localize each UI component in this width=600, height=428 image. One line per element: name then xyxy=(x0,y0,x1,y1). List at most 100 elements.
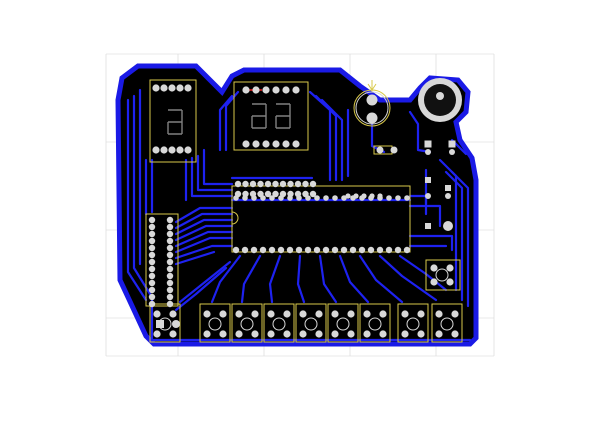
pad xyxy=(148,230,156,238)
trace xyxy=(174,230,234,248)
pad xyxy=(385,246,393,254)
pad xyxy=(160,84,168,92)
pad xyxy=(313,246,321,254)
microcontroller-outline xyxy=(231,185,411,253)
pad xyxy=(282,140,290,148)
pin-header-outline xyxy=(145,213,179,307)
pad xyxy=(424,140,432,148)
pad xyxy=(283,330,291,338)
trace xyxy=(174,266,228,312)
pad xyxy=(250,246,258,254)
pad xyxy=(148,286,156,294)
buzzer-pad xyxy=(366,94,378,106)
trace xyxy=(318,254,338,304)
push-button-outline xyxy=(327,303,359,343)
pad xyxy=(425,149,431,155)
pad xyxy=(251,310,259,318)
pad xyxy=(166,293,174,301)
pad xyxy=(232,246,240,254)
pad xyxy=(376,246,384,254)
pad xyxy=(358,246,366,254)
push-button-outline xyxy=(431,303,463,343)
pad xyxy=(184,146,192,154)
pad xyxy=(376,146,384,154)
pad xyxy=(219,310,227,318)
pad xyxy=(292,140,300,148)
pad xyxy=(169,330,177,338)
origin-marker xyxy=(367,80,377,92)
pad xyxy=(347,330,355,338)
pad xyxy=(345,193,351,199)
trace xyxy=(408,204,442,228)
pad xyxy=(233,195,239,201)
pad xyxy=(203,310,211,318)
push-button-cap xyxy=(336,317,350,331)
pad xyxy=(445,185,451,191)
pad xyxy=(148,300,156,308)
pad xyxy=(340,246,348,254)
seven-segment-display-outline xyxy=(149,79,197,163)
pad xyxy=(166,258,174,266)
pad xyxy=(264,190,272,198)
pad xyxy=(166,223,174,231)
pad xyxy=(166,251,174,259)
trace xyxy=(126,98,148,302)
trace xyxy=(444,170,464,302)
pad xyxy=(148,244,156,252)
pad xyxy=(353,193,359,199)
pad xyxy=(294,180,302,188)
pad xyxy=(169,310,177,318)
pad xyxy=(272,190,279,198)
push-button-outline xyxy=(397,303,429,343)
pad xyxy=(235,310,243,318)
pad xyxy=(203,330,211,338)
pad xyxy=(401,310,409,318)
trace xyxy=(320,98,344,182)
pad xyxy=(299,310,307,318)
push-button-cap xyxy=(272,317,286,331)
push-button-cap xyxy=(440,317,454,331)
pad xyxy=(148,293,156,301)
pad xyxy=(315,330,323,338)
pad xyxy=(176,146,184,154)
pad xyxy=(153,330,161,338)
pad xyxy=(257,180,264,188)
pad xyxy=(153,310,161,318)
pad xyxy=(449,149,455,155)
pad xyxy=(168,146,176,154)
pad xyxy=(425,193,431,199)
pad xyxy=(349,246,357,254)
pad xyxy=(166,286,174,294)
pad xyxy=(448,140,456,148)
pad xyxy=(242,195,248,201)
pad xyxy=(166,237,174,245)
trace xyxy=(174,218,234,236)
pad xyxy=(287,195,293,201)
pad xyxy=(403,246,411,254)
pad xyxy=(160,146,168,154)
trace xyxy=(132,94,152,296)
pad xyxy=(166,272,174,280)
pad xyxy=(401,330,409,338)
pad xyxy=(166,300,174,308)
pad xyxy=(309,190,317,198)
pad xyxy=(283,310,291,318)
pad xyxy=(314,195,320,201)
pad xyxy=(251,195,257,201)
push-button-outline xyxy=(425,259,461,291)
pad xyxy=(282,86,290,94)
pad xyxy=(262,140,270,148)
trace xyxy=(438,158,458,292)
pad xyxy=(241,246,249,254)
push-button-outline xyxy=(295,303,327,343)
pad xyxy=(235,330,243,338)
pad xyxy=(242,86,250,94)
pad xyxy=(168,84,176,92)
pad xyxy=(302,180,309,188)
trace xyxy=(408,110,432,154)
trace xyxy=(174,224,234,242)
pad xyxy=(369,193,375,199)
pad xyxy=(264,180,272,188)
pad xyxy=(395,195,401,201)
